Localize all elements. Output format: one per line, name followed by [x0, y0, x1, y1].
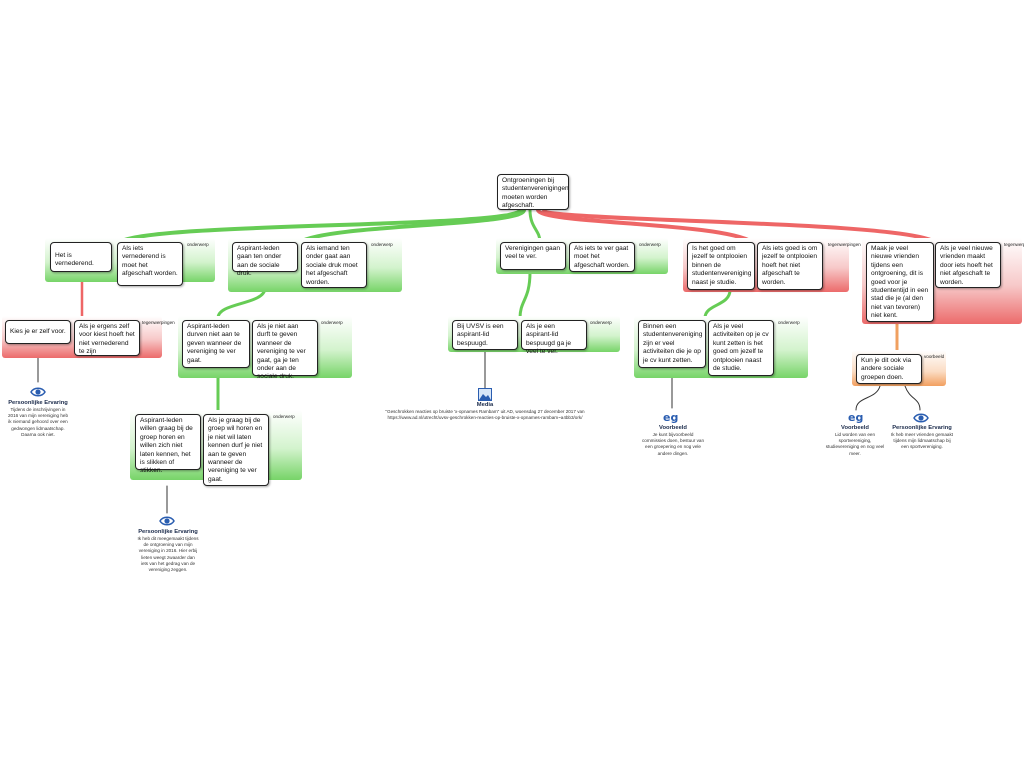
b2a-tag: onderwerp — [321, 320, 343, 325]
b5-tag: tegenwerpingen — [1004, 242, 1024, 247]
b5-main[interactable]: Maak je veel nieuwe vrienden tijdens een… — [866, 242, 934, 322]
b5a-note2-text: Ik heb meer vrienden gemaakt tijdens mij… — [890, 432, 954, 450]
b1-objection-note-text: Tijdens de inschrijvingen in 2016 van mi… — [8, 407, 69, 437]
b1-objection-tag: tegenwerpingen — [142, 320, 175, 325]
b1-tag: onderwerp — [187, 242, 209, 247]
b3-main[interactable]: Verenigingen gaan veel te ver. — [500, 242, 566, 270]
b4a-main[interactable]: Binnen een studentenvereniging zijn er v… — [638, 320, 706, 368]
b3a-note-text: "Geschrokken reacties op bruiste 'x-opna… — [385, 409, 585, 421]
b3-support[interactable]: Als iets te ver gaat moet het afgeschaft… — [569, 242, 635, 272]
eye-icon — [159, 516, 175, 526]
b1-support-text: Als iets vernederend is moet het afgesch… — [122, 245, 178, 278]
b2b-note: Persoonlijke Ervaring Ik heb dit meegema… — [137, 529, 199, 573]
b3a-main-text: Bij UVSV is een aspirant-lid bespuugd. — [457, 323, 504, 347]
b1-objection-note: Persoonlijke Ervaring Tijdens de inschri… — [8, 400, 68, 438]
b3a-note: Media "Geschrokken reacties op bruiste '… — [365, 402, 605, 421]
b3-main-text: Verenigingen gaan veel te ver. — [505, 245, 560, 261]
b4-tag: tegenwerpingen — [828, 242, 861, 247]
b4a-main-text: Binnen een studentenvereniging zijn er v… — [643, 323, 703, 364]
b2-support-text: Als iemand ten onder gaat aan sociale dr… — [306, 245, 358, 286]
example-icon: eg — [663, 411, 678, 423]
root-claim[interactable]: Ontgroeningen bij studentenverenigingen … — [497, 174, 569, 210]
b2-support[interactable]: Als iemand ten onder gaat aan sociale dr… — [301, 242, 367, 288]
b1-objection-main[interactable]: Kies je er zelf voor. — [5, 320, 71, 344]
b5a-note-example: Voorbeeld Lid worden van een sportvereni… — [824, 425, 886, 457]
b5-support[interactable]: Als je veel nieuwe vrienden maakt door i… — [935, 242, 1001, 288]
b1-objection-support-text: Als je ergens zelf voor kiest hoeft het … — [79, 323, 135, 356]
b5a-main[interactable]: Kun je dit ook via andere sociale groepe… — [856, 354, 922, 384]
b2b-support[interactable]: Als je graag bij de groep wil horen en j… — [203, 414, 269, 486]
eye-icon — [913, 413, 929, 423]
b2-tag: onderwerp — [371, 242, 393, 247]
b5-main-text: Maak je veel nieuwe vrienden tijdens een… — [871, 245, 929, 320]
b2a-support[interactable]: Als je niet aan durft te geven wanneer d… — [252, 320, 318, 380]
b3a-support-text: Als je een aspirant-lid bespuugd ga je v… — [526, 323, 572, 356]
b2-main-text: Aspirant-leden gaan ten onder aan de soc… — [237, 245, 282, 278]
b2b-note-title: Persoonlijke Ervaring — [138, 529, 198, 535]
b5a-note1-title: Voorbeeld — [841, 425, 869, 431]
b3a-support[interactable]: Als je een aspirant-lid bespuugd ga je v… — [521, 320, 587, 355]
b1-objection-main-text: Kies je er zelf voor. — [10, 328, 66, 335]
example-icon: eg — [848, 411, 863, 423]
b1-support[interactable]: Als iets vernederend is moet het afgesch… — [117, 242, 183, 286]
b2b-tag: onderwerp — [273, 414, 295, 419]
b4a-tag: onderwerp — [778, 320, 800, 325]
b4a-support[interactable]: Als je veel activiteiten op je cv kunt z… — [708, 320, 774, 376]
b4a-support-text: Als je veel activiteiten op je cv kunt z… — [713, 323, 769, 373]
b5a-note2-title: Persoonlijke Ervaring — [892, 425, 952, 431]
b5a-tag: voorbeeld — [924, 354, 945, 359]
b1-main[interactable]: Het is vernederend. — [50, 242, 112, 272]
b5a-note1-text: Lid worden van een sportvereniging, stud… — [825, 432, 885, 456]
b4a-note: Voorbeeld Je kunt bijvoorbeeld commissie… — [640, 425, 706, 457]
b2a-main-text: Aspirant-leden durven niet aan te geven … — [187, 323, 242, 364]
b1-objection-support[interactable]: Als je ergens zelf voor kiest hoeft het … — [74, 320, 140, 356]
b2a-support-text: Als je niet aan durft te geven wanneer d… — [257, 323, 306, 381]
b5a-note-experience: Persoonlijke Ervaring Ik heb meer vriend… — [890, 425, 954, 451]
b3a-main[interactable]: Bij UVSV is een aspirant-lid bespuugd. — [452, 320, 518, 350]
b2b-note-text: Ik heb dit meegemaakt tijdens de ontgroe… — [137, 536, 199, 573]
b4-support-text: Als iets goed is om jezelf te ontplooien… — [762, 245, 818, 286]
b2b-main-text: Aspirant-leden willen graag bij de groep… — [140, 417, 193, 475]
b1-objection-note-title: Persoonlijke Ervaring — [8, 400, 68, 406]
svg-text:eg: eg — [848, 411, 863, 423]
image-icon — [478, 388, 492, 401]
b2-main[interactable]: Aspirant-leden gaan ten onder aan de soc… — [232, 242, 298, 277]
b4a-note-title: Voorbeeld — [659, 425, 687, 431]
b3-tag: onderwerp — [639, 242, 661, 247]
eye-icon — [30, 387, 46, 397]
root-claim-label: Ontgroeningen bij studentenverenigingen … — [502, 177, 569, 210]
b2a-main[interactable]: Aspirant-leden durven niet aan te geven … — [182, 320, 250, 368]
b1-main-text: Het is vernederend. — [55, 252, 94, 268]
b3a-note-title: Media — [476, 402, 494, 408]
b4a-note-text: Je kunt bijvoorbeeld commissies doen, be… — [641, 432, 705, 456]
b4-support[interactable]: Als iets goed is om jezelf te ontplooien… — [757, 242, 823, 290]
b3-support-text: Als iets te ver gaat moet het afgeschaft… — [574, 245, 630, 269]
b2b-main[interactable]: Aspirant-leden willen graag bij de groep… — [135, 414, 201, 474]
b3a-tag: onderwerp — [590, 320, 612, 325]
b5-support-text: Als je veel nieuwe vrienden maakt door i… — [940, 245, 993, 286]
svg-text:eg: eg — [663, 411, 678, 423]
b5a-main-text: Kun je dit ook via andere sociale groepe… — [861, 357, 912, 381]
b4-main-text: Is het goed om jezelf te ontplooien binn… — [692, 245, 752, 286]
b4-main[interactable]: Is het goed om jezelf te ontplooien binn… — [687, 242, 755, 290]
b2b-support-text: Als je graag bij de groep wil horen en j… — [208, 417, 263, 483]
